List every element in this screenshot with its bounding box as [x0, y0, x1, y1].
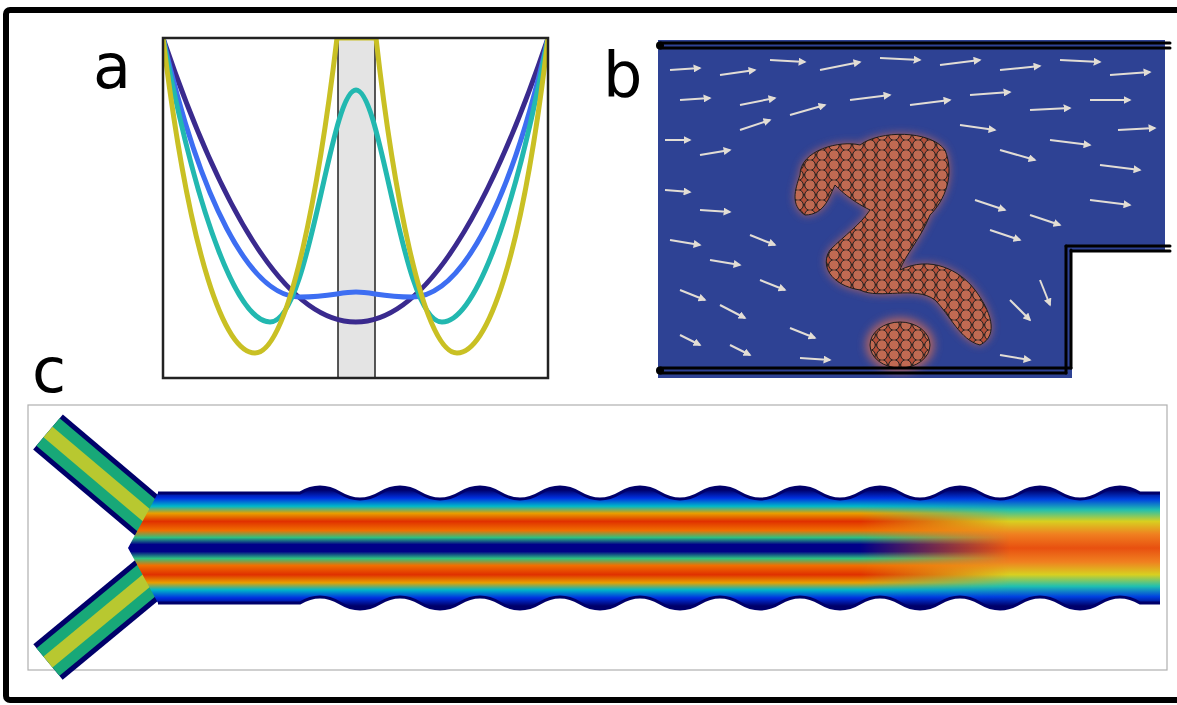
panel-label: a: [93, 36, 131, 98]
mixing-channel-sim: [28, 405, 1167, 670]
panel-label: b: [603, 44, 642, 106]
potential-plot: [163, 38, 548, 378]
panel-label: c: [32, 340, 66, 402]
particle-flow-sim: [656, 40, 1172, 380]
